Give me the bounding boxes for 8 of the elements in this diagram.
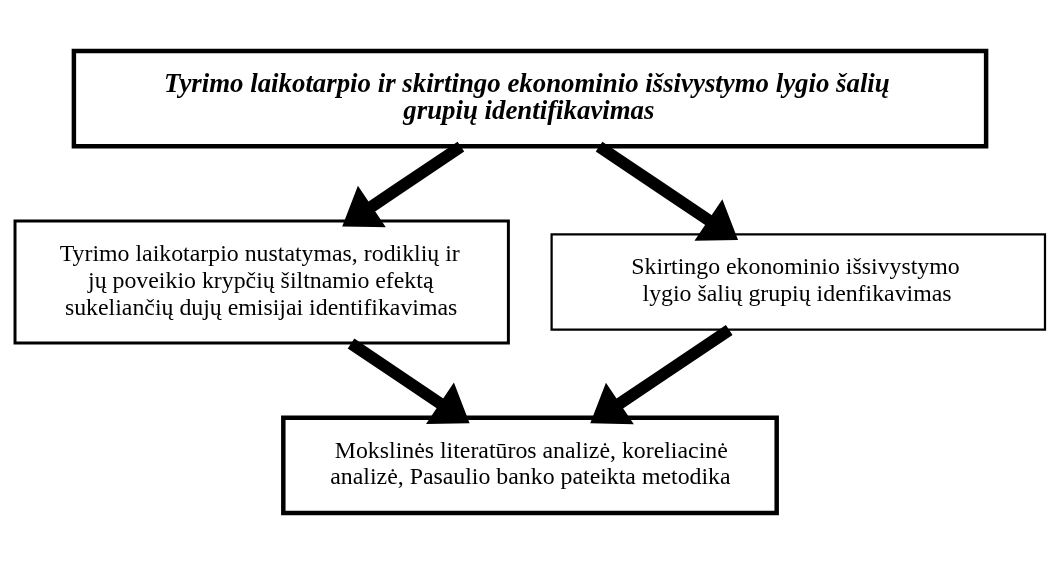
- node-box: Mokslinės literatūros analizė, koreliacinė analizė, Pasaulio banko pateikta metodika: [281, 414, 779, 515]
- arrow: [590, 324, 733, 424]
- arrow: [595, 141, 739, 241]
- node-box: Tyrimo laikotarpio nustatymas, rodiklių ir jų poveikio krypčių šiltnamio efektą sukeliančių dujų emisijai identifikavimas: [13, 218, 510, 345]
- node-box: Tyrimo laikotarpio ir skirtingo ekonominio išsivystymo lygio šalių grupių identifikavimas: [71, 48, 989, 149]
- arrow: [342, 141, 465, 227]
- node-box: Skirtingo ekonominio išsivystymo lygio šalių grupių idenfikavimas: [550, 232, 1047, 331]
- arrow: [347, 338, 470, 424]
